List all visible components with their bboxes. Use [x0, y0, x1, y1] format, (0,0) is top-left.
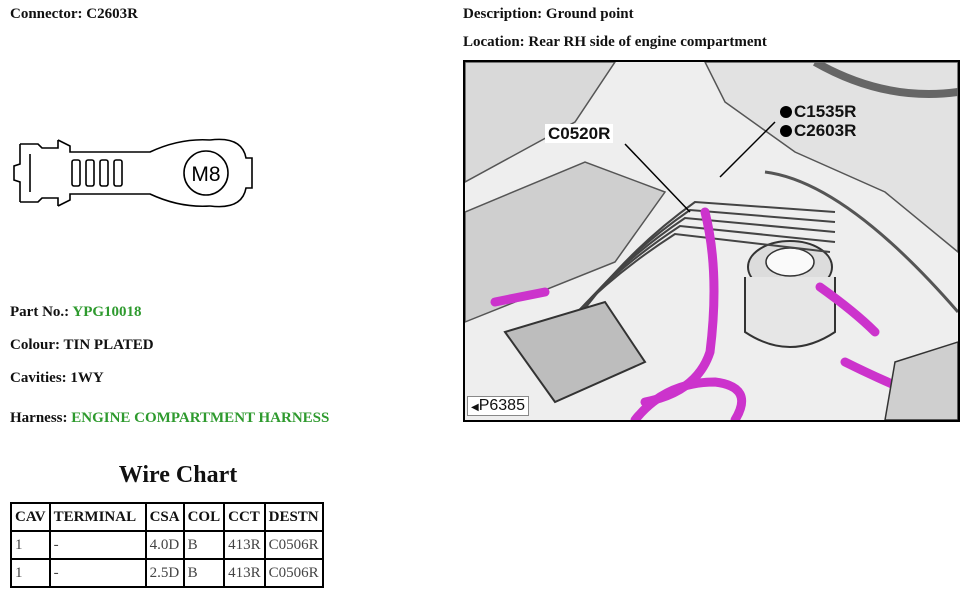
- cell-csa: 2.5D: [147, 560, 185, 586]
- harness: Harness: ENGINE COMPARTMENT HARNESS: [10, 410, 330, 426]
- table-row: 1 - 4.0D B 413R C0506R: [12, 532, 322, 560]
- table-row: 1 - 2.5D B 413R C0506R: [12, 560, 322, 586]
- header-destn: DESTN: [265, 504, 322, 532]
- engine-bay-drawing: [465, 62, 958, 420]
- description: Description: Ground point: [463, 6, 634, 22]
- bullet-icon: [780, 125, 792, 137]
- cell-col: B: [184, 532, 226, 560]
- cell-destn: C0506R: [268, 564, 319, 581]
- wire-chart-table: CAV TERMINAL CSA COL CCT DESTN 1 - 4.0D …: [10, 502, 324, 588]
- cell-col: B: [185, 560, 226, 586]
- callout-c2603r: C2603R: [777, 121, 859, 140]
- arrow-left-icon: ◀: [471, 402, 479, 413]
- terminal-size-label: M8: [191, 163, 220, 186]
- cell-cct: 413R: [225, 560, 266, 586]
- cell-cav: 1: [12, 532, 51, 560]
- header-terminal: TERMINAL: [50, 504, 147, 532]
- header-csa: CSA: [146, 504, 185, 532]
- header-cav: CAV: [12, 504, 51, 532]
- ring-terminal-drawing: M8: [13, 138, 253, 208]
- callout-c1535r: C1535R: [777, 102, 859, 121]
- cavities: Cavities: 1WY: [10, 370, 104, 386]
- cell-cct: 413R: [225, 532, 266, 560]
- illustration-reference: ◀P6385: [467, 396, 529, 416]
- cell-cav: 1: [12, 560, 51, 586]
- cell-terminal: -: [51, 560, 147, 586]
- colour: Colour: TIN PLATED: [10, 337, 154, 353]
- bullet-icon: [780, 106, 792, 118]
- cell-csa: 4.0D: [146, 532, 185, 560]
- wire-chart-title: Wire Chart: [118, 462, 238, 488]
- table-header-row: CAV TERMINAL CSA COL CCT DESTN: [12, 504, 322, 532]
- part-number: Part No.: YPG10018: [10, 304, 142, 320]
- engine-compartment-illustration: C0520R C1535R C2603R ◀P6385: [463, 60, 960, 422]
- connector-id: Connector: C2603R: [10, 6, 138, 22]
- header-col: COL: [184, 504, 226, 532]
- callout-c0520r: C0520R: [545, 124, 614, 143]
- cell-terminal: -: [50, 532, 147, 560]
- location: Location: Rear RH side of engine compart…: [463, 34, 767, 50]
- header-cct: CCT: [225, 504, 266, 532]
- cell-destn: C0506R: [265, 532, 322, 560]
